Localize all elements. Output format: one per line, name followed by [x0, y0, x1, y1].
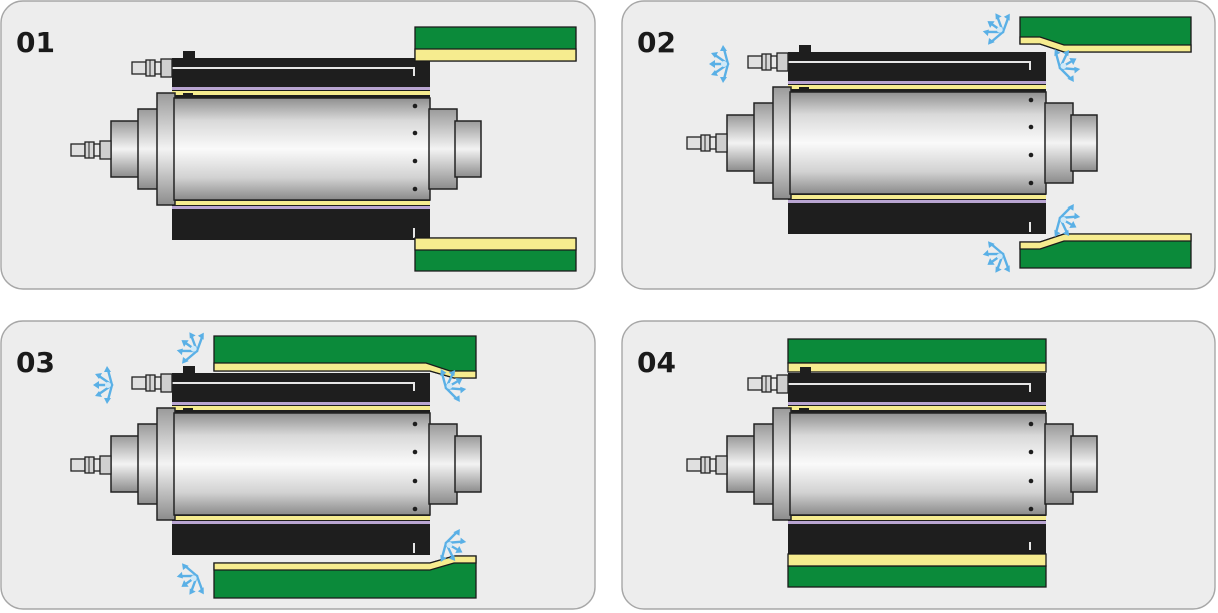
air-fitting-icon: [70, 140, 112, 160]
air-fitting-icon: [131, 58, 173, 78]
motor-body: [789, 412, 1047, 516]
air-fitting-icon: [70, 455, 112, 475]
motor-body: [173, 97, 431, 201]
spindle-assembly-2: [686, 4, 1192, 282]
air-fitting-icon: [747, 374, 789, 394]
air-fitting-icon: [131, 373, 173, 393]
front-collar: [428, 108, 458, 190]
spindle-assembly-4: [686, 338, 1098, 588]
air-fitting-icon: [686, 455, 728, 475]
front-nose: [454, 120, 482, 178]
sleeve-bottom: [787, 565, 1047, 588]
rear-collar: [156, 92, 176, 206]
step-number-2: 02: [637, 26, 676, 59]
step-number-1: 01: [16, 26, 55, 59]
step-number-3: 03: [16, 346, 55, 379]
air-fitting-icon: [686, 133, 728, 153]
spindle-assembly-3: [70, 323, 482, 604]
rear-cap-outer: [110, 120, 142, 178]
sleeve-top: [787, 338, 1047, 364]
top-nub: [800, 367, 811, 375]
spindle-assembly-1: [70, 26, 577, 272]
top-nub: [183, 366, 195, 374]
motor-body: [173, 412, 431, 516]
top-nub: [799, 45, 811, 53]
step-number-4: 04: [637, 346, 676, 379]
air-fitting-icon: [747, 52, 789, 72]
top-nub: [183, 51, 195, 59]
motor-body: [789, 91, 1047, 195]
